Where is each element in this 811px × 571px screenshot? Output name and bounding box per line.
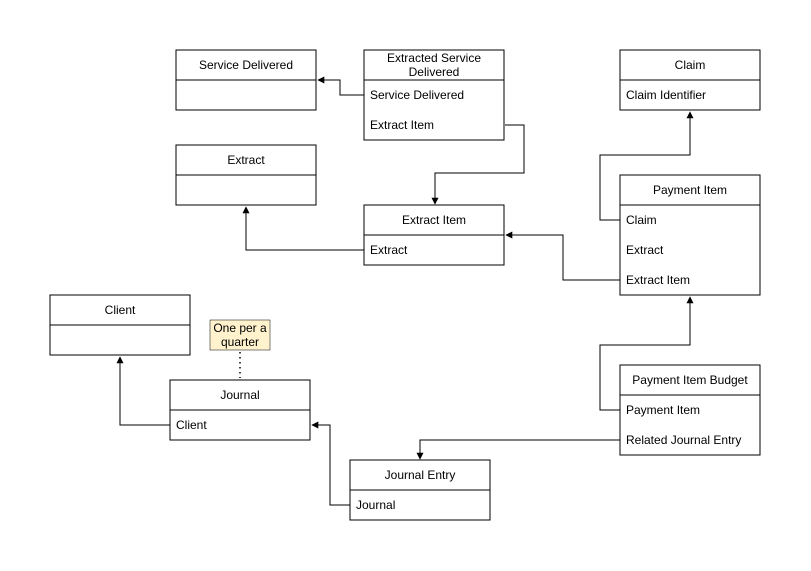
edge-extract-item-to-extract bbox=[242, 206, 364, 251]
entity-title: Extracted Service bbox=[387, 51, 481, 65]
entity-payment-item-budget[interactable]: Payment Item Budget Payment Item Related… bbox=[619, 364, 761, 456]
entity-field: Extract bbox=[626, 243, 664, 257]
entity-title: Client bbox=[105, 303, 136, 317]
entity-title: Journal Entry bbox=[385, 468, 456, 482]
entity-client[interactable]: Client bbox=[49, 294, 191, 356]
note-line: quarter bbox=[221, 335, 259, 349]
entity-field: Extract Item bbox=[626, 273, 690, 287]
entity-field: Journal bbox=[356, 498, 395, 512]
edge-payment-item-to-claim bbox=[599, 111, 694, 221]
entity-field: Client bbox=[176, 418, 207, 432]
note-line: One per a bbox=[213, 321, 267, 335]
note-one-per-quarter: One per a quarter bbox=[209, 319, 271, 351]
entity-field: Claim bbox=[626, 213, 657, 227]
entity-field: Payment Item bbox=[626, 403, 700, 417]
entity-field: Extract Item bbox=[370, 118, 434, 132]
entity-field: Service Delivered bbox=[370, 88, 464, 102]
entity-title: Payment Item bbox=[653, 183, 727, 197]
entity-field: Related Journal Entry bbox=[626, 433, 741, 447]
edge-payment-item-to-extract-item bbox=[505, 231, 621, 281]
entity-payment-item[interactable]: Payment Item Claim Extract Extract Item bbox=[619, 174, 761, 296]
entity-title: Service Delivered bbox=[199, 58, 293, 72]
entity-extract[interactable]: Extract bbox=[175, 144, 317, 206]
entity-field: Claim Identifier bbox=[626, 88, 706, 102]
entity-service-delivered[interactable]: Service Delivered bbox=[175, 49, 317, 111]
edge-extracted-service-to-extract-item bbox=[431, 124, 525, 205]
entity-title: Extract Item bbox=[402, 213, 466, 227]
entity-extracted-service-delivered[interactable]: Extracted Service Delivered Service Deli… bbox=[363, 49, 505, 141]
entity-title: Delivered bbox=[409, 65, 460, 79]
edge-budget-to-payment-item bbox=[599, 296, 694, 411]
edge-journal-to-client bbox=[116, 356, 170, 426]
entity-field: Extract bbox=[370, 243, 408, 257]
edge-extracted-service-to-service-delivered bbox=[317, 76, 364, 96]
entity-claim[interactable]: Claim Claim Identifier bbox=[619, 49, 761, 111]
entity-extract-item[interactable]: Extract Item Extract bbox=[363, 204, 505, 266]
entity-title: Journal bbox=[220, 388, 259, 402]
entity-title: Claim bbox=[675, 58, 706, 72]
entity-title: Extract bbox=[227, 153, 265, 167]
entity-journal[interactable]: Journal Client bbox=[169, 379, 311, 441]
edge-budget-to-journal-entry bbox=[416, 439, 621, 460]
edge-journal-entry-to-journal bbox=[311, 421, 350, 506]
entity-title: Payment Item Budget bbox=[632, 373, 748, 387]
entity-journal-entry[interactable]: Journal Entry Journal bbox=[349, 459, 491, 521]
